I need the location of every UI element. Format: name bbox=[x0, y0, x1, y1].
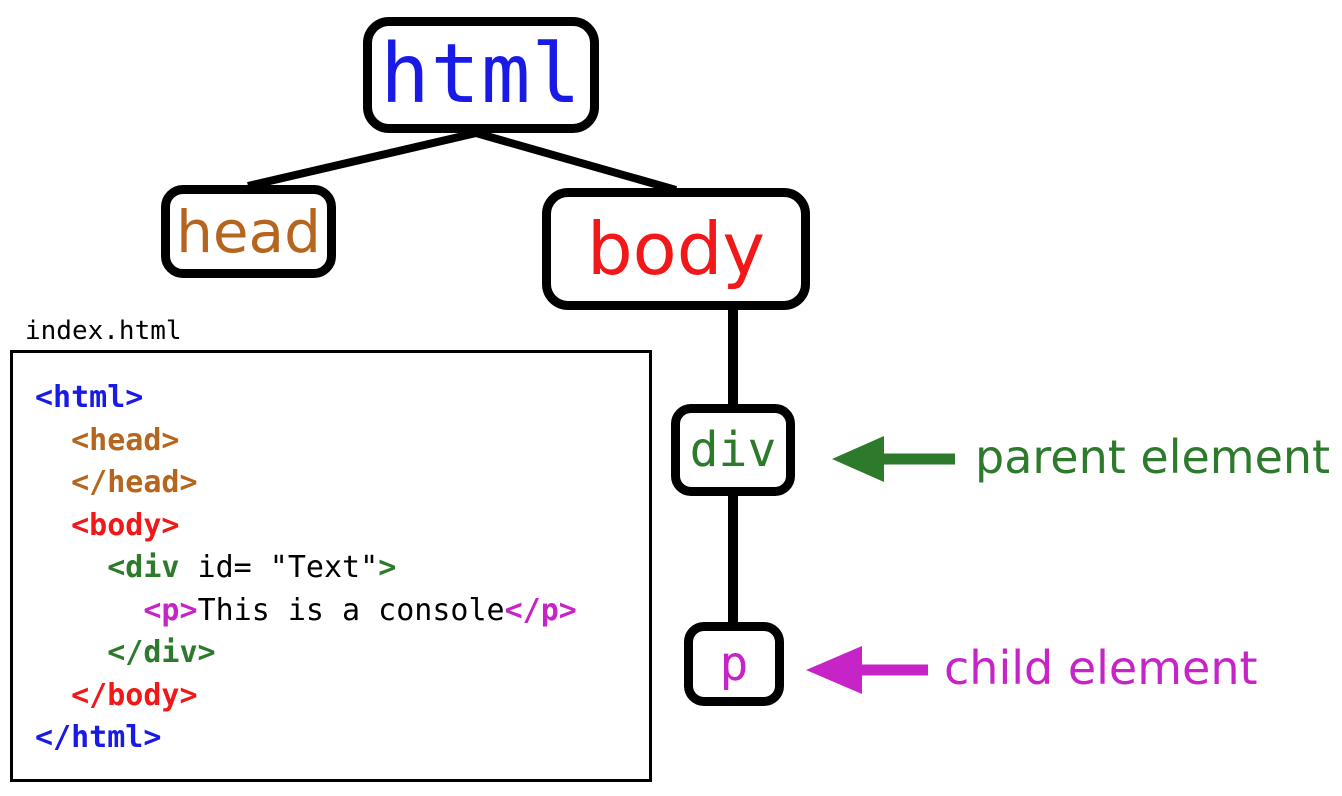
tree-node-body-label: body bbox=[586, 207, 766, 291]
code-indent bbox=[35, 593, 143, 628]
code-token-tag: </head> bbox=[71, 465, 198, 500]
code-token-tag: <body> bbox=[71, 507, 180, 543]
code-indent bbox=[35, 635, 107, 670]
tree-node-html-label: html bbox=[380, 27, 582, 122]
code-line: <head> bbox=[35, 420, 577, 463]
tree-node-head[interactable]: head bbox=[161, 185, 336, 278]
code-token-tag: </div> bbox=[107, 635, 216, 670]
code-line: <body> bbox=[35, 505, 577, 548]
tree-node-div-label: div bbox=[689, 422, 777, 478]
code-token-tag: </html> bbox=[35, 720, 162, 755]
code-line: </html> bbox=[35, 717, 577, 760]
code-indent bbox=[35, 550, 107, 585]
code-indent bbox=[35, 508, 71, 543]
edge-html-body bbox=[474, 129, 678, 194]
code-line: </head> bbox=[35, 462, 577, 505]
code-token-tag: > bbox=[378, 550, 397, 585]
code-token-tag: <head> bbox=[71, 422, 180, 458]
code-line: <p>This is a console</p> bbox=[35, 590, 577, 633]
code-line: </body> bbox=[35, 675, 577, 718]
code-indent bbox=[35, 423, 71, 458]
tree-node-html[interactable]: html bbox=[363, 17, 599, 133]
parent-element-arrow bbox=[832, 436, 955, 482]
code-token-text: id= "Text" bbox=[179, 550, 379, 585]
child-element-arrow bbox=[806, 646, 928, 694]
code-line: <html> bbox=[35, 377, 577, 420]
tree-node-p-label: p bbox=[719, 636, 749, 692]
code-token-tag: </body> bbox=[71, 677, 198, 713]
code-panel[interactable]: <html> <head> </head> <body> <div id= "T… bbox=[10, 350, 652, 782]
code-line: <div id= "Text"> bbox=[35, 547, 577, 590]
tree-node-body[interactable]: body bbox=[542, 188, 810, 310]
code-token-tag: <div bbox=[107, 550, 180, 585]
code-indent bbox=[35, 465, 71, 500]
parent-element-annotation: parent element bbox=[975, 430, 1331, 484]
child-element-annotation: child element bbox=[944, 641, 1258, 695]
tree-node-head-label: head bbox=[176, 197, 321, 266]
code-token-tag: <html> bbox=[35, 380, 144, 415]
code-panel-filename: index.html bbox=[25, 316, 182, 346]
tree-node-div[interactable]: div bbox=[671, 404, 795, 496]
edge-html-head bbox=[247, 129, 477, 190]
code-token-tag: <p> bbox=[143, 592, 198, 628]
code-token-tag: </p> bbox=[504, 592, 577, 628]
code-token-text: This is a console bbox=[197, 592, 505, 628]
tree-node-p[interactable]: p bbox=[684, 622, 784, 706]
code-line: </div> bbox=[35, 632, 577, 675]
code-indent bbox=[35, 678, 71, 713]
code-panel-lines: <html> <head> </head> <body> <div id= "T… bbox=[35, 377, 577, 760]
